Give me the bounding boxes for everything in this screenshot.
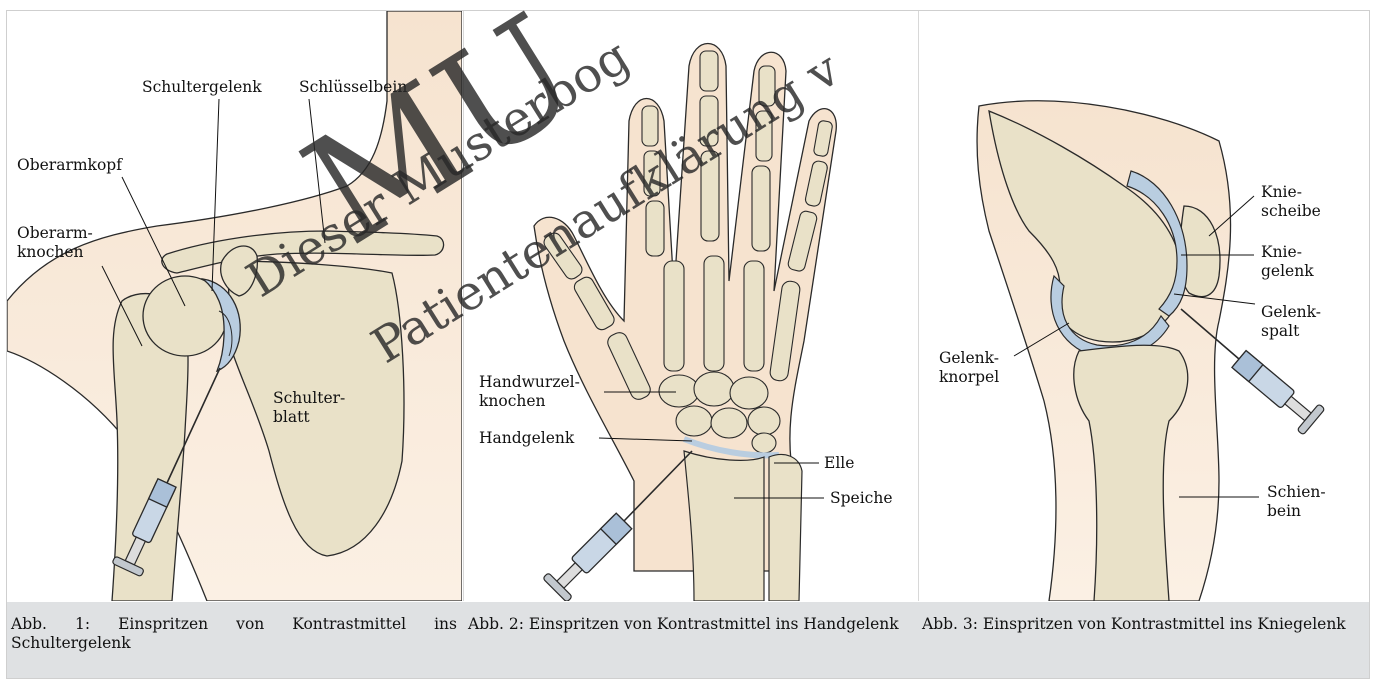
label-gelenkknorpel: Gelenk- knorpel [939, 349, 999, 387]
label-handwurzelknochen: Handwurzel- knochen [479, 373, 580, 411]
hand-panel: Handwurzel- knochen Handgelenk Elle Spei… [463, 11, 918, 601]
label-oberarmknochen: Oberarm- knochen [17, 224, 93, 262]
label-schienbein: Schien- bein [1267, 483, 1326, 521]
caption-figure-1: Abb. 1: Einspritzen von Kontrastmittel i… [11, 615, 457, 653]
label-speiche: Speiche [830, 489, 893, 508]
label-handgelenk: Handgelenk [479, 429, 574, 448]
label-schulterblatt: Schulter- blatt [273, 389, 345, 427]
hand-leader-lines [464, 11, 918, 601]
label-gelenkspalt: Gelenk- spalt [1261, 303, 1321, 341]
shoulder-leader-lines [7, 11, 462, 601]
caption-figure-2: Abb. 2: Einspritzen von Kontrastmittel i… [468, 615, 914, 634]
label-oberarmkopf: Oberarmkopf [17, 156, 122, 175]
label-schultergelenk: Schultergelenk [142, 78, 262, 97]
label-schluesselbein: Schlüsselbein [299, 78, 407, 97]
label-elle: Elle [824, 454, 854, 473]
knee-panel: Knie- scheibe Knie- gelenk Gelenk- spalt… [918, 11, 1370, 601]
caption-bar: Abb. 1: Einspritzen von Kontrastmittel i… [7, 602, 1369, 678]
label-kniegelenk: Knie- gelenk [1261, 243, 1314, 281]
caption-figure-3: Abb. 3: Einspritzen von Kontrastmittel i… [922, 615, 1363, 634]
figure-frame: Schultergelenk Schlüsselbein Oberarmkopf… [6, 10, 1370, 679]
label-kniescheibe: Knie- scheibe [1261, 183, 1321, 221]
shoulder-panel: Schultergelenk Schlüsselbein Oberarmkopf… [7, 11, 462, 601]
